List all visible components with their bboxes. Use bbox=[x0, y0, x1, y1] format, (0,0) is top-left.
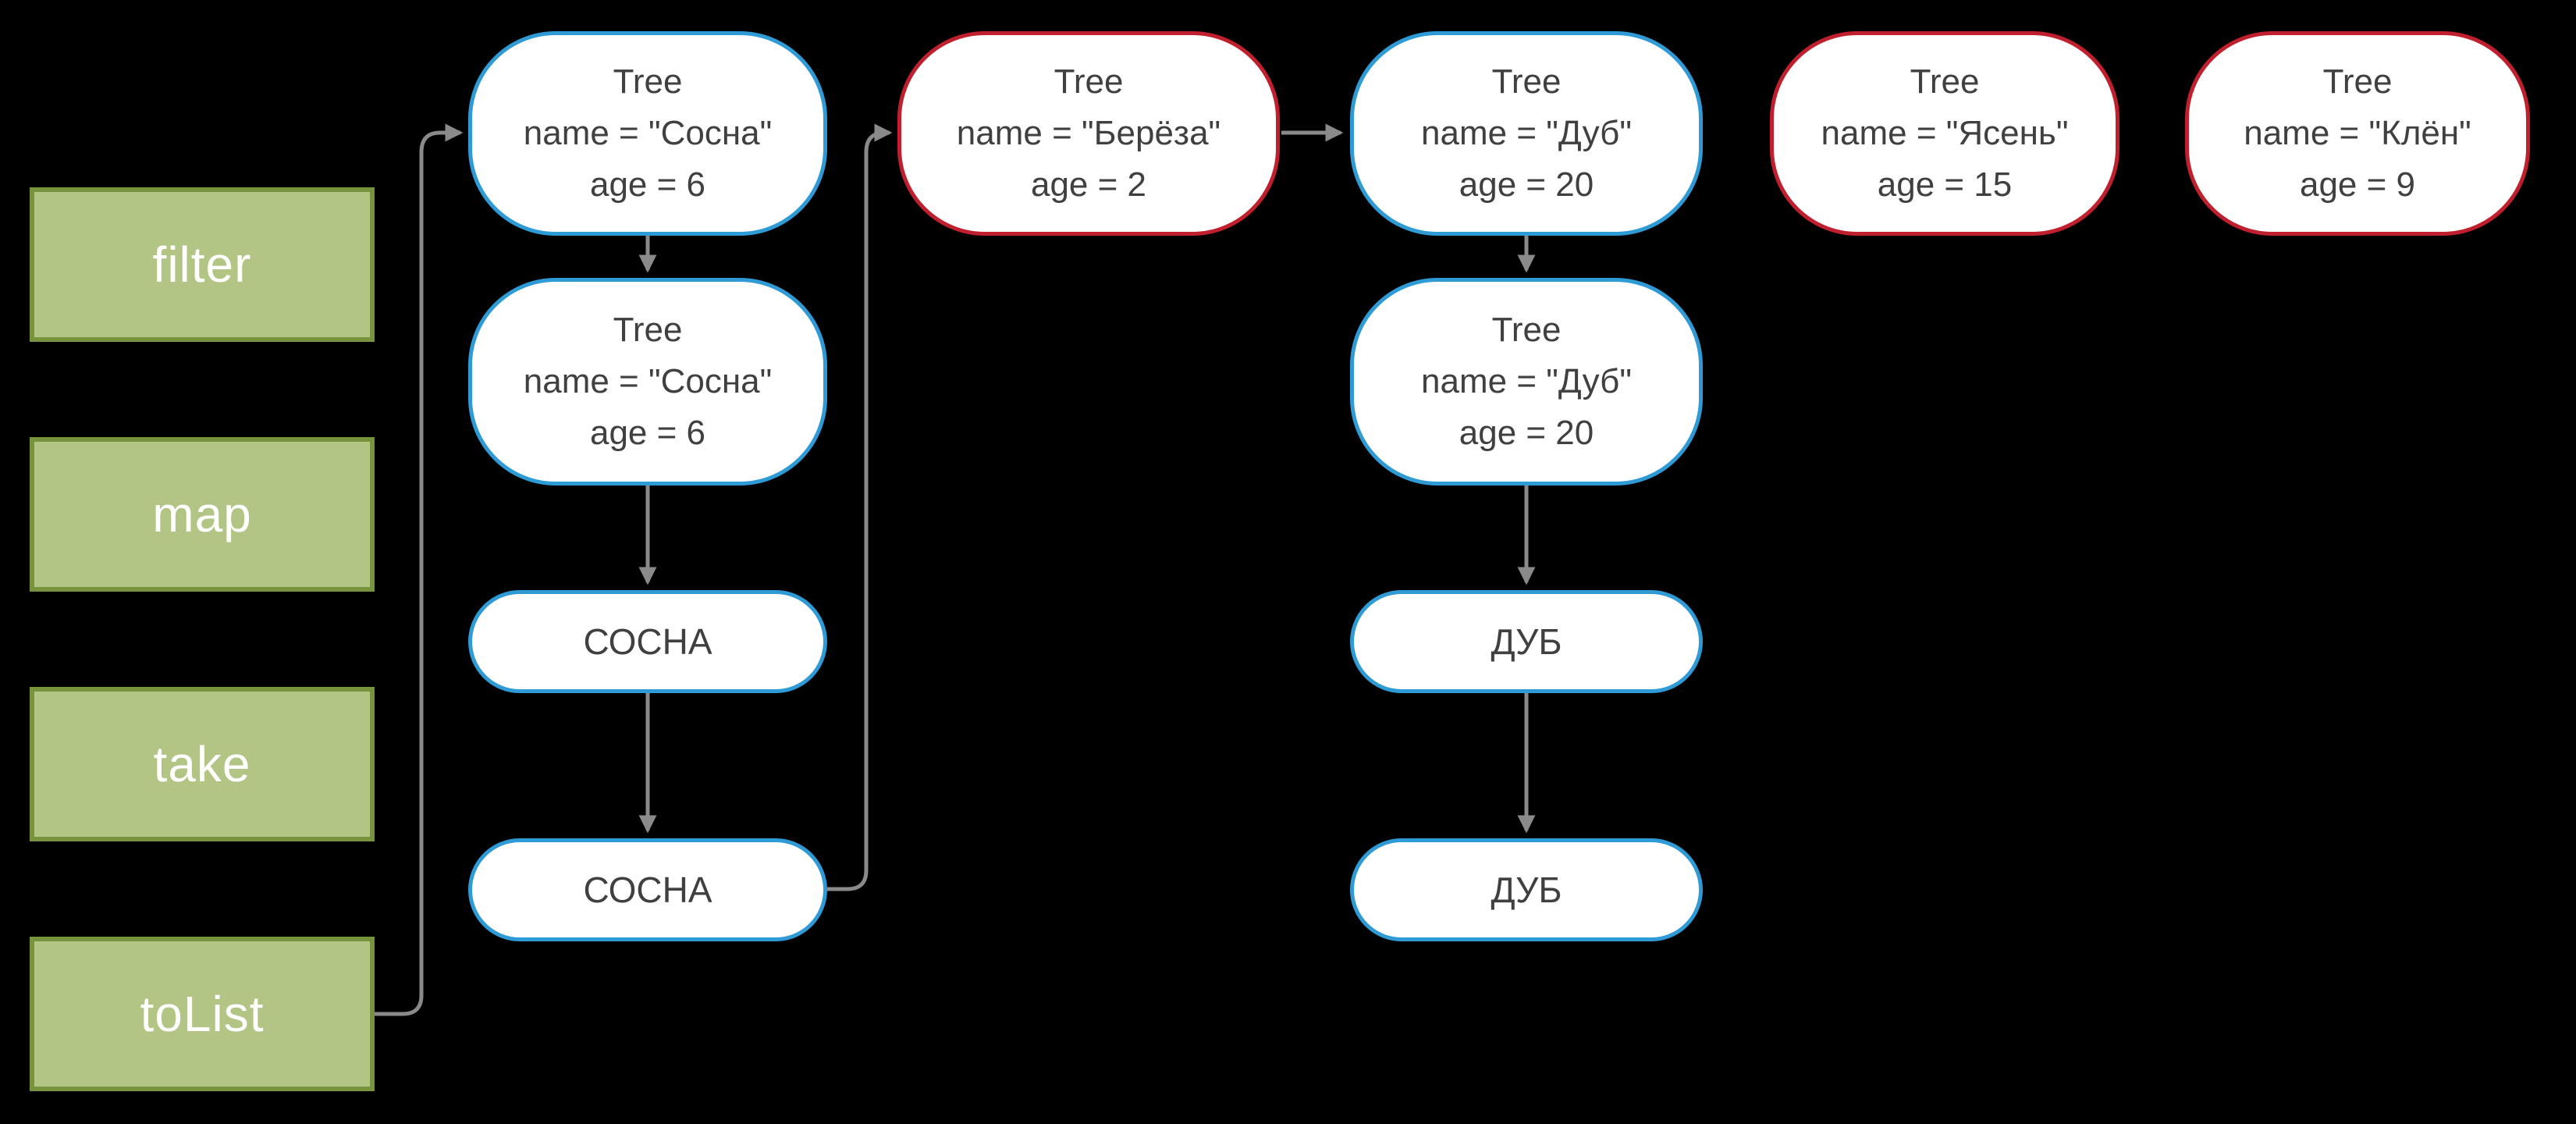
node-line: name = "Сосна" bbox=[523, 362, 773, 400]
op-box-take: take bbox=[30, 687, 375, 841]
node-take-dub: ДУБ bbox=[1350, 838, 1703, 941]
node-line: name = "Берёза" bbox=[956, 114, 1221, 152]
node-map-sosna: СОСНА bbox=[468, 590, 827, 693]
node-filter-sosna: Tree name = "Сосна" age = 6 bbox=[468, 278, 827, 486]
node-filter-dub: Tree name = "Дуб" age = 20 bbox=[1350, 278, 1703, 486]
node-line: ДУБ bbox=[1491, 621, 1562, 662]
node-line: СОСНА bbox=[583, 621, 712, 662]
node-line: name = "Дуб" bbox=[1421, 114, 1632, 152]
node-line: name = "Ясень" bbox=[1821, 114, 2069, 152]
node-source-bereza: Tree name = "Берёза" age = 2 bbox=[897, 31, 1280, 236]
node-line: Tree bbox=[1491, 311, 1562, 349]
op-label-map: map bbox=[152, 486, 252, 542]
node-line: Tree bbox=[1053, 62, 1124, 101]
node-source-dub: Tree name = "Дуб" age = 20 bbox=[1350, 31, 1703, 236]
node-source-yasen: Tree name = "Ясень" age = 15 bbox=[1770, 31, 2119, 236]
node-line: Tree bbox=[1491, 62, 1562, 101]
node-source-klyon: Tree name = "Клён" age = 9 bbox=[2185, 31, 2530, 236]
node-line: Tree bbox=[2322, 62, 2393, 101]
op-box-tolist: toList bbox=[30, 937, 375, 1091]
node-source-sosna: Tree name = "Сосна" age = 6 bbox=[468, 31, 827, 236]
op-label-take: take bbox=[153, 736, 251, 792]
node-line: name = "Клён" bbox=[2244, 114, 2471, 152]
op-label-filter: filter bbox=[152, 237, 252, 293]
op-box-map: map bbox=[30, 437, 375, 592]
node-line: age = 6 bbox=[589, 414, 706, 452]
wire-sosna-take-to-bereza-source bbox=[827, 123, 893, 891]
wire-tolist-to-source-sosna bbox=[375, 123, 464, 1016]
node-line: name = "Дуб" bbox=[1421, 362, 1632, 400]
op-box-filter: filter bbox=[30, 187, 375, 342]
node-line: name = "Сосна" bbox=[523, 114, 773, 152]
node-line: age = 20 bbox=[1459, 414, 1594, 452]
node-line: age = 15 bbox=[1877, 165, 2013, 204]
op-label-tolist: toList bbox=[140, 986, 265, 1042]
node-line: Tree bbox=[613, 62, 683, 101]
node-line: age = 20 bbox=[1459, 165, 1594, 204]
node-line: Tree bbox=[613, 311, 683, 349]
node-map-dub: ДУБ bbox=[1350, 590, 1703, 693]
node-line: age = 6 bbox=[589, 165, 706, 204]
node-line: Tree bbox=[1910, 62, 1980, 101]
node-line: СОСНА bbox=[583, 870, 712, 910]
node-line: age = 9 bbox=[2299, 165, 2416, 204]
node-line: ДУБ bbox=[1491, 870, 1562, 910]
node-line: age = 2 bbox=[1030, 165, 1147, 204]
node-take-sosna: СОСНА bbox=[468, 838, 827, 941]
